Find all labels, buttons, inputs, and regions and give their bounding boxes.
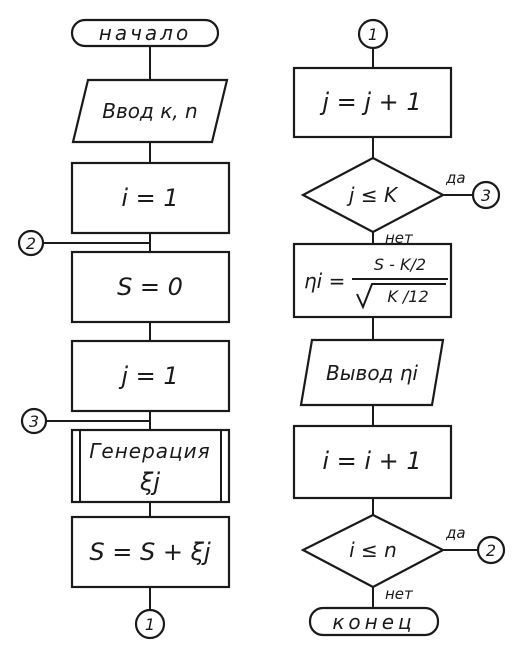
connector-3-right <box>471 180 501 210</box>
cond-j-diamond <box>300 156 446 234</box>
eta-numerator: S - K/2 <box>374 255 426 274</box>
j-init-block <box>70 339 231 413</box>
output-label: Вывод ηi <box>326 361 418 385</box>
generation-label-1: Генерация <box>89 439 210 463</box>
cond-i-label: i ≤ n <box>349 538 397 562</box>
eta-lhs: ηi = <box>304 269 345 293</box>
cond-j-label: j ≤ K <box>346 183 399 207</box>
eta-denominator: K /12 <box>387 287 428 306</box>
input-block <box>71 78 229 144</box>
connector-3-right-label: 3 <box>481 186 491 205</box>
i-init-block <box>70 161 231 235</box>
sum-label: S = S + ξj <box>89 538 211 566</box>
cond-i-diamond <box>300 513 446 589</box>
connector-1-top-label: 1 <box>368 25 378 44</box>
end-label: конец <box>332 610 415 634</box>
eta-block <box>292 242 453 319</box>
connector-2-left <box>17 229 45 257</box>
eta-sqrt-sign <box>356 283 446 310</box>
j-init-label: j = 1 <box>118 362 178 390</box>
input-label: Ввод к, n <box>102 99 197 123</box>
i-init-label: i = 1 <box>121 184 178 212</box>
start-terminal <box>70 18 220 48</box>
i-inc-label: i = i + 1 <box>322 447 421 475</box>
output-block <box>299 338 445 407</box>
j-inc-label: j = j + 1 <box>319 88 421 116</box>
cond-j-no-label: нет <box>385 229 414 247</box>
connector-1-bottom-label: 1 <box>145 615 155 634</box>
i-inc-block <box>292 424 453 500</box>
end-terminal <box>308 606 440 637</box>
connector-1-bottom <box>134 608 166 640</box>
cond-i-yes-label: да <box>445 524 466 542</box>
connector-2-left-label: 2 <box>26 234 36 253</box>
cond-j-yes-label: да <box>445 169 466 187</box>
connector-3-left <box>20 407 48 435</box>
cond-i-no-label: нет <box>385 585 414 603</box>
connector-3-left-label: 3 <box>29 412 39 431</box>
connector-1-top <box>357 18 389 50</box>
connector-2-right-label: 2 <box>486 541 496 560</box>
s-init-block <box>70 250 231 324</box>
s-init-label: S = 0 <box>117 273 183 301</box>
j-inc-block <box>292 66 453 139</box>
connector-2-right <box>476 535 506 565</box>
generation-label-2: ξj <box>139 468 160 496</box>
sum-block <box>70 515 231 589</box>
start-label: начало <box>99 21 191 45</box>
generation-block <box>70 428 231 504</box>
